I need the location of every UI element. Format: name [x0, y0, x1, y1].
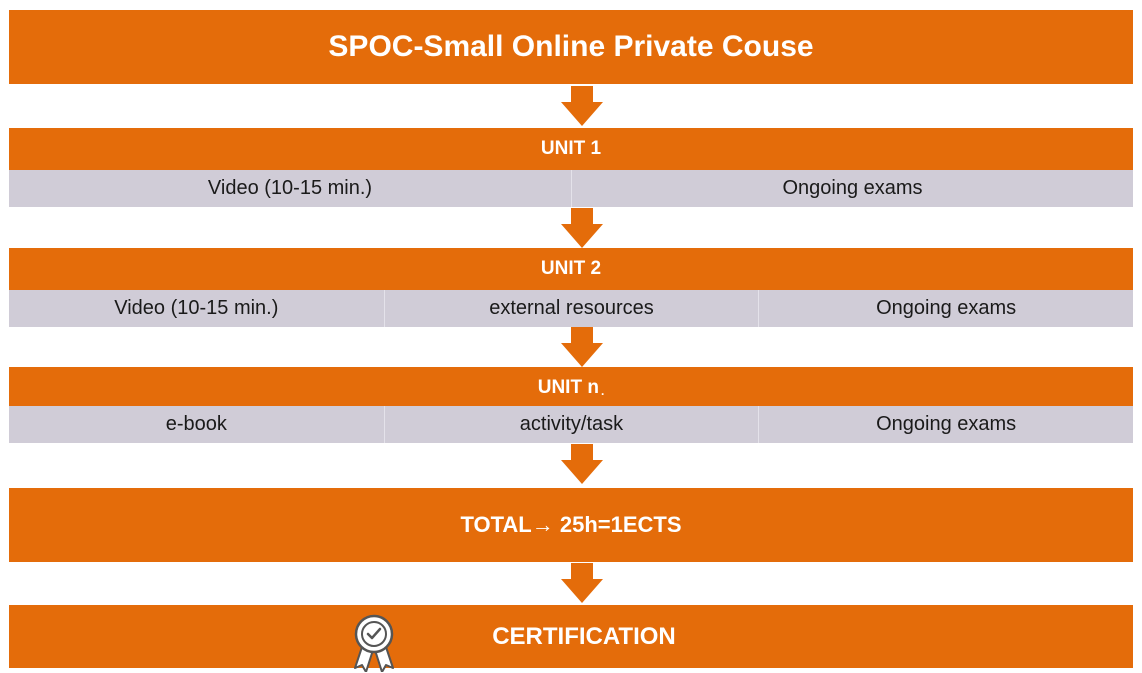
- down-arrow-icon: [561, 444, 603, 484]
- unit-2-row: Video (10-15 min.) external resources On…: [9, 290, 1133, 327]
- unit-2-resources: external resources: [383, 290, 759, 327]
- unit-1-video: Video (10-15 min.): [207, 177, 373, 199]
- certification-label: CERTIFICATION: [492, 622, 676, 650]
- unit-2-label: UNIT 2: [540, 258, 602, 279]
- down-arrow-icon: [561, 208, 603, 248]
- award-ribbon-icon: [354, 614, 394, 672]
- unit-1-exams: Ongoing exams: [571, 170, 1133, 207]
- unit-1-header: UNIT 1: [9, 128, 1133, 170]
- unit-2-exams: Ongoing exams: [758, 290, 1133, 327]
- unit-n-exams: Ongoing exams: [758, 406, 1133, 443]
- title-bar: SPOC-Small Online Private Couse: [9, 10, 1133, 84]
- unit-2-video: Video (10-15 min.): [114, 297, 279, 319]
- unit-2-header: UNIT 2: [9, 248, 1133, 290]
- unit-n-label: UNIT n: [537, 377, 599, 398]
- unit-n-suffix: .: [600, 384, 605, 398]
- certification-bar: CERTIFICATION: [9, 605, 1133, 668]
- unit-n-row: e-book activity/task Ongoing exams: [9, 406, 1133, 443]
- unit-n-ebook: e-book: [165, 413, 227, 435]
- unit-n-activity: activity/task: [383, 406, 759, 443]
- down-arrow-icon: [561, 563, 603, 603]
- total-bar: TOTAL→ 25h=1ECTS: [9, 488, 1133, 562]
- unit-n-header: UNIT n.: [9, 367, 1133, 409]
- unit-1-label: UNIT 1: [540, 138, 602, 159]
- page-title: SPOC-Small Online Private Couse: [328, 30, 814, 63]
- down-arrow-icon: [561, 86, 603, 126]
- unit-1-row: Video (10-15 min.) Ongoing exams: [9, 170, 1133, 207]
- total-label: TOTAL→ 25h=1ECTS: [460, 512, 682, 537]
- down-arrow-icon: [561, 327, 603, 367]
